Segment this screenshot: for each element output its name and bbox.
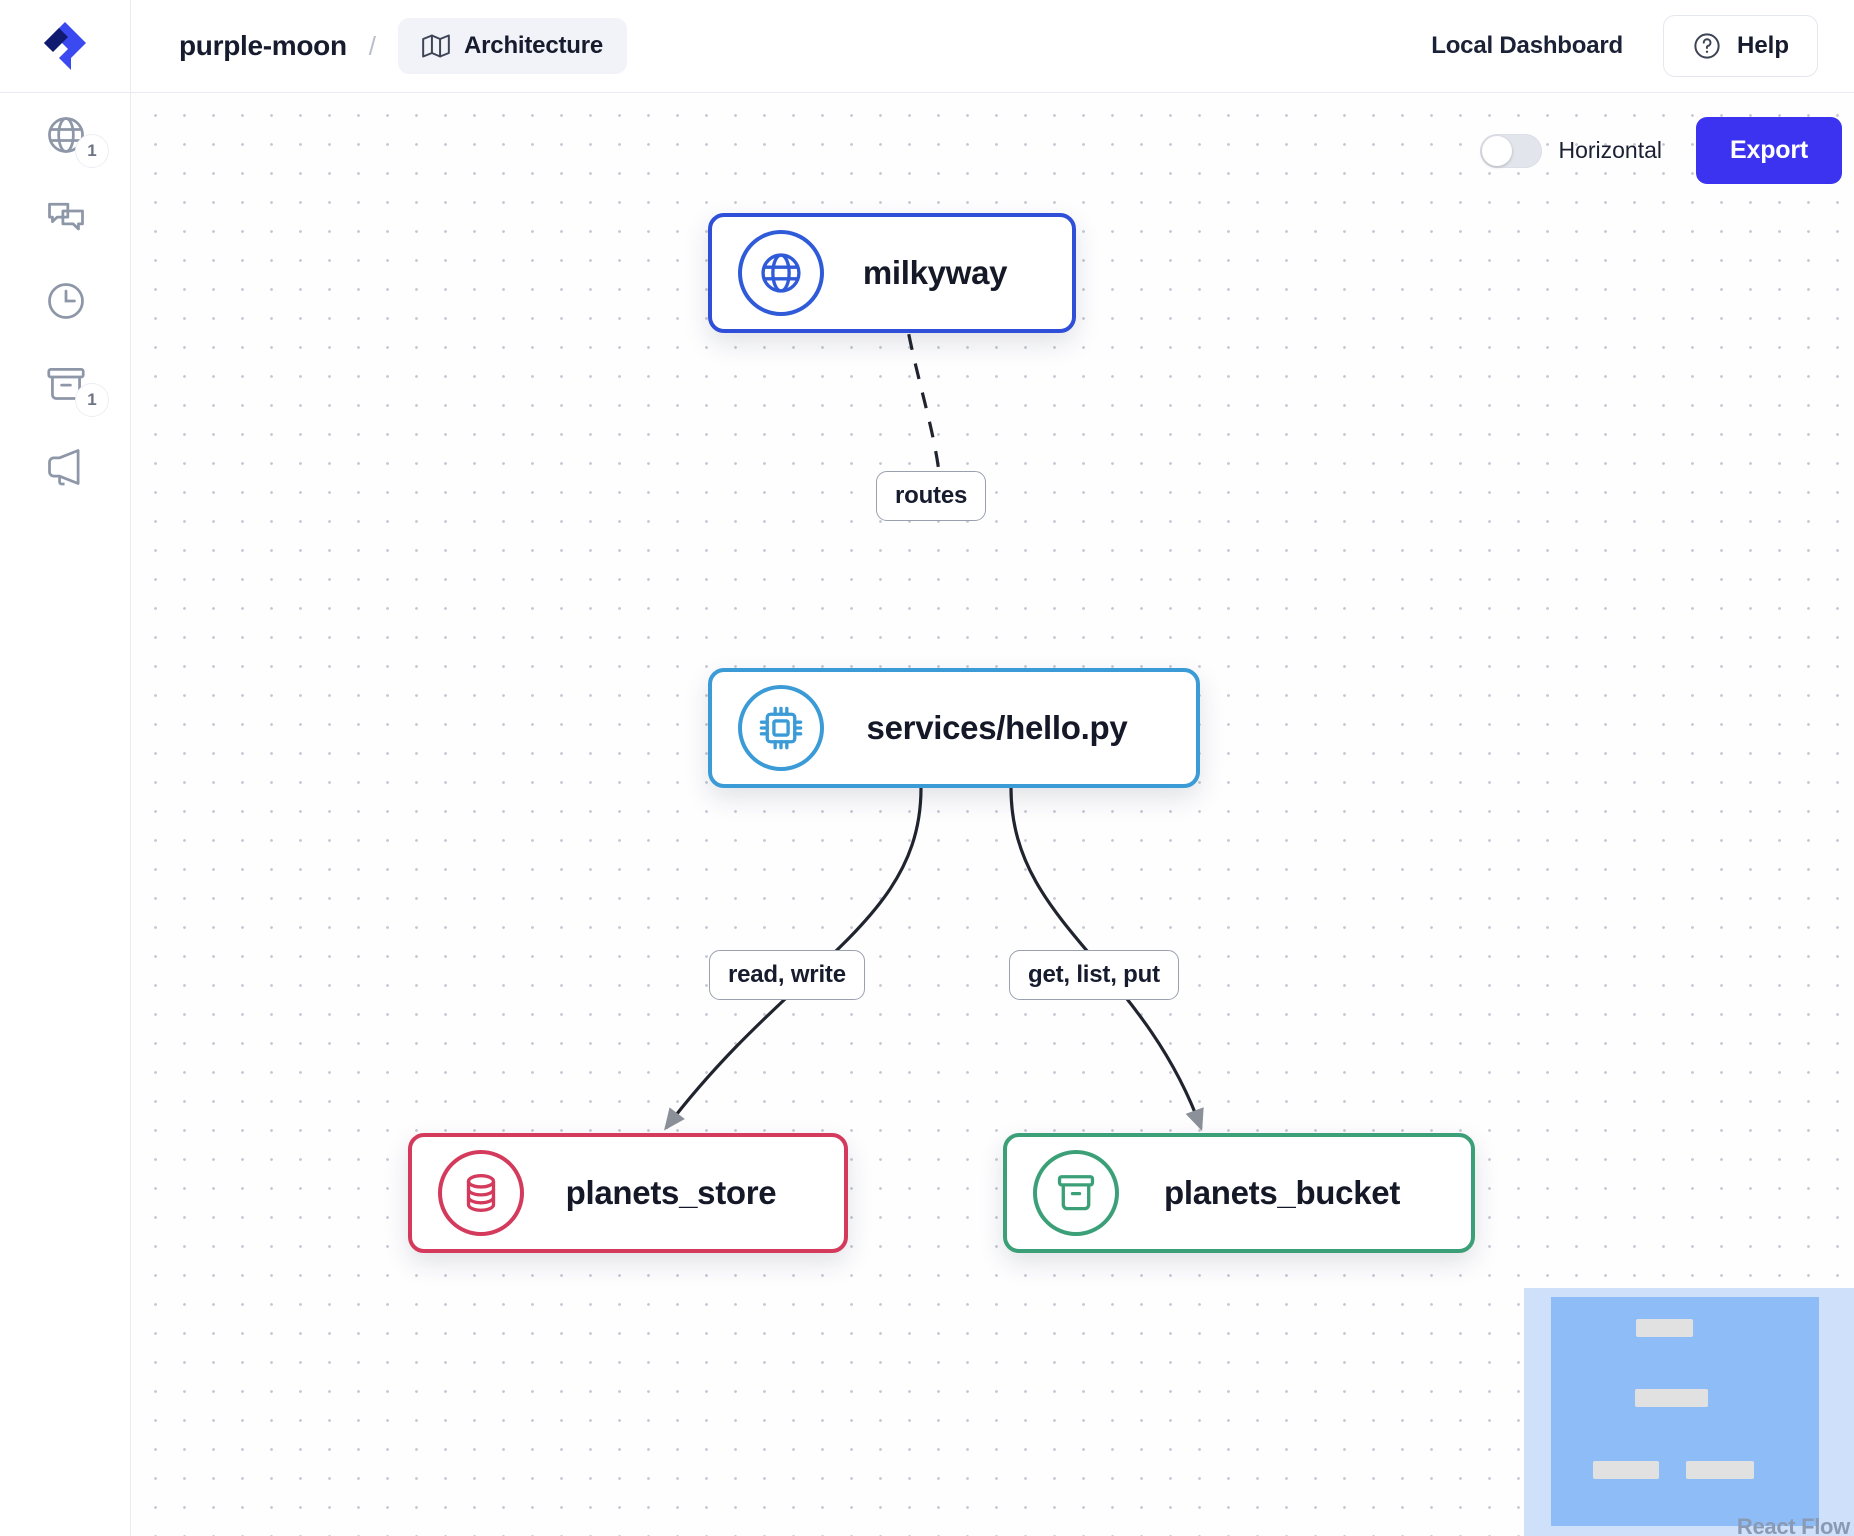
minimap-node <box>1593 1461 1659 1479</box>
question-circle-icon <box>1694 33 1720 59</box>
node-milkyway-icon-ring <box>738 230 824 316</box>
tab-architecture-label: Architecture <box>464 32 604 59</box>
node-store-icon-ring <box>438 1150 524 1236</box>
canvas-toolbar: Horizontal Export <box>1480 117 1842 184</box>
edge-label-get-list-put[interactable]: get, list, put <box>1009 950 1179 1000</box>
edge-label-routes[interactable]: routes <box>876 471 987 521</box>
horizontal-layout-toggle[interactable] <box>1480 133 1543 168</box>
page-title: purple-moon <box>179 30 347 61</box>
megaphone-icon <box>47 448 79 485</box>
edge-label-read-write[interactable]: read, write <box>709 950 865 1000</box>
node-store-label: planets_store <box>565 1174 777 1211</box>
node-milkyway-label: milkyway <box>862 254 1008 291</box>
minimap-node <box>1686 1461 1754 1479</box>
tab-architecture[interactable]: Architecture <box>398 18 628 74</box>
database-icon <box>466 1174 496 1212</box>
chip-icon <box>759 706 803 750</box>
help-button-label: Help <box>1736 32 1789 59</box>
lightrun-chevron-logo <box>44 22 86 70</box>
export-button[interactable]: Export <box>1696 117 1842 184</box>
node-planets-bucket[interactable]: planets_bucket <box>1003 1133 1475 1253</box>
globe-icon <box>47 116 84 153</box>
sidebar-item-endpoints[interactable]: 1 <box>0 93 131 176</box>
node-service-label: services/hello.py <box>866 709 1128 746</box>
minimap[interactable] <box>1524 1288 1854 1536</box>
globe-icon <box>761 253 801 293</box>
node-service-icon-ring <box>738 685 824 771</box>
horizontal-toggle-label: Horizontal <box>1558 137 1663 163</box>
bucket-icon <box>1057 1175 1095 1211</box>
clock-icon <box>47 282 84 319</box>
sidebar: 1 1 <box>0 93 131 1536</box>
chat-icon <box>47 202 84 230</box>
help-button[interactable]: Help <box>1662 15 1818 77</box>
local-dashboard-label: Local Dashboard <box>1431 32 1623 59</box>
node-bucket-icon-ring <box>1033 1150 1119 1236</box>
node-bucket-label: planets_bucket <box>1163 1174 1401 1211</box>
node-services-hello-py[interactable]: services/hello.py <box>708 668 1200 788</box>
logo-container[interactable] <box>0 0 131 93</box>
minimap-node <box>1636 1319 1693 1337</box>
map-icon <box>422 34 450 58</box>
app-header: purple-moon / Architecture Local Dashboa… <box>0 0 1854 93</box>
sidebar-item-announcements[interactable] <box>0 425 131 508</box>
sidebar-item-schedules[interactable] <box>0 259 131 342</box>
minimap-node <box>1635 1389 1708 1407</box>
architecture-canvas[interactable]: Horizontal Export <box>131 93 1854 1536</box>
minimap-viewport[interactable] <box>1551 1297 1819 1526</box>
sidebar-item-messaging[interactable] <box>0 176 131 259</box>
react-flow-attribution[interactable]: React Flow <box>1736 1514 1850 1536</box>
node-milkyway[interactable]: milkyway <box>708 213 1076 333</box>
node-planets-store[interactable]: planets_store <box>408 1133 848 1253</box>
sidebar-badge-storage: 1 <box>75 383 109 417</box>
toggle-knob <box>1482 135 1513 166</box>
sidebar-item-storage[interactable]: 1 <box>0 342 131 425</box>
sidebar-badge-endpoints: 1 <box>75 134 109 168</box>
header-actions: Local Dashboard Help <box>1431 15 1854 77</box>
breadcrumb-separator: / <box>368 30 377 61</box>
